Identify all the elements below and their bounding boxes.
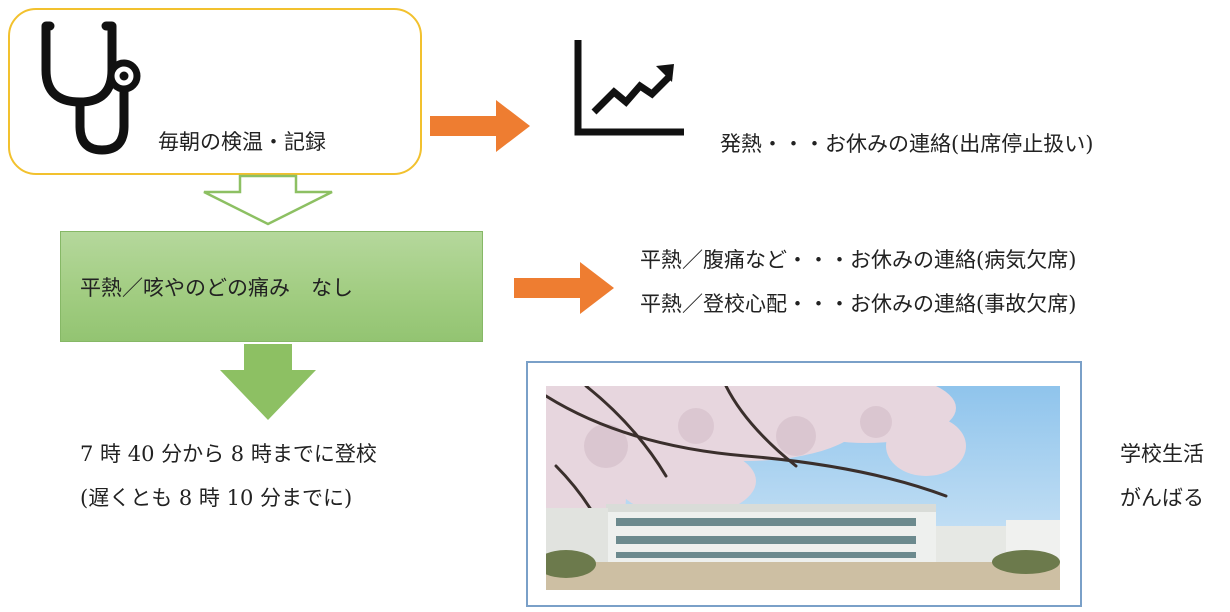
- condition-label: 平熱／咳やのどの痛み なし: [80, 276, 353, 300]
- temperature-check-box: [8, 8, 422, 175]
- arrival-deadline-text: (遅くとも 8 時 10 分までに): [80, 486, 353, 510]
- condition-box: [60, 231, 483, 342]
- stethoscope-icon: [41, 21, 141, 155]
- down-arrow-icon: [220, 344, 316, 420]
- school-building-cherry-blossoms-photo: [546, 386, 1060, 590]
- cheer-text-line1: 学校生活: [1120, 442, 1204, 466]
- right-arrow-icon: [514, 262, 614, 314]
- trend-chart-icon: [574, 40, 684, 136]
- cheer-text-line2: がんばる: [1120, 486, 1204, 510]
- right-arrow-icon: [430, 100, 530, 152]
- arrival-time-text: 7 時 40 分から 8 時までに登校: [80, 442, 377, 466]
- illness-absence-text: 平熱／腹痛など・・・お休みの連絡(病気欠席): [640, 248, 1077, 272]
- down-arrow-icon: [203, 174, 333, 226]
- temperature-check-label: 毎朝の検温・記録: [158, 130, 326, 154]
- fever-instruction: 発熱・・・お休みの連絡(出席停止扱い): [720, 132, 1094, 156]
- worry-absence-text: 平熱／登校心配・・・お休みの連絡(事故欠席): [640, 292, 1077, 316]
